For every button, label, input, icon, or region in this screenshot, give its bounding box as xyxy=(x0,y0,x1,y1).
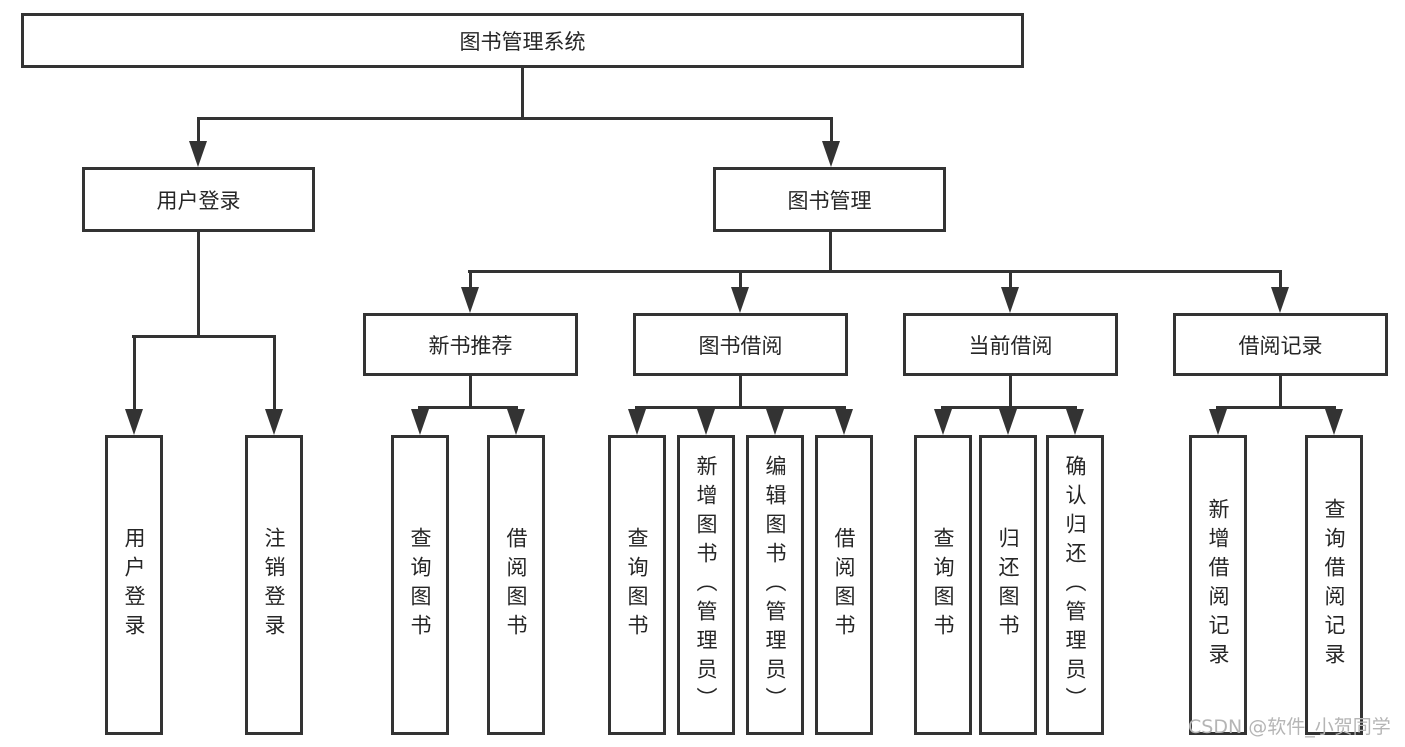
node-current-borrowing-label: 当前借阅 xyxy=(968,333,1053,358)
connector-borrowing-rail xyxy=(635,406,846,409)
connector-root-drop xyxy=(521,68,524,118)
connector-mgmt-shaft-4 xyxy=(1279,270,1282,290)
node-root-label: 图书管理系统 xyxy=(459,29,586,54)
leaf-logout-label: 注销登录 xyxy=(262,527,287,643)
leaf-current-confirm-return-admin: 确认归还（管理员） xyxy=(1046,435,1104,735)
leaf-current-confirm-return-admin-label: 确认归还（管理员） xyxy=(1063,454,1088,716)
connector-login-shaft-1 xyxy=(133,335,136,413)
leaf-records-query-borrow-record-label: 查询借阅记录 xyxy=(1322,498,1347,672)
arrowhead-book-management xyxy=(822,141,840,167)
connector-recommend-rail xyxy=(418,406,518,409)
arrowhead-user-login xyxy=(189,141,207,167)
connector-records-drop xyxy=(1279,376,1282,407)
leaf-recommend-query-books: 查询图书 xyxy=(391,435,449,735)
node-user-login: 用户登录 xyxy=(82,167,315,232)
node-new-book-recommend: 新书推荐 xyxy=(363,313,578,376)
leaf-borrowing-query-books: 查询图书 xyxy=(608,435,666,735)
arrowhead-current-query-books xyxy=(934,409,952,435)
node-user-login-label: 用户登录 xyxy=(156,188,241,213)
leaf-user-login: 用户登录 xyxy=(105,435,163,735)
leaf-records-add-borrow-record-label: 新增借阅记录 xyxy=(1206,498,1231,672)
connector-current-drop xyxy=(1009,376,1012,407)
arrowhead-borrow-records xyxy=(1271,287,1289,313)
arrowhead-current-borrowing xyxy=(1001,287,1019,313)
arrowhead-book-borrowing xyxy=(731,287,749,313)
arrowhead-borrowing-edit-books xyxy=(766,409,784,435)
connector-mgmt-drop xyxy=(829,232,832,271)
node-book-borrowing: 图书借阅 xyxy=(633,313,848,376)
leaf-current-query-books-label: 查询图书 xyxy=(931,527,956,643)
arrowhead-records-add-record xyxy=(1209,409,1227,435)
leaf-recommend-borrow-books: 借阅图书 xyxy=(487,435,545,735)
connector-root-shaft-left xyxy=(197,117,200,143)
connector-root-shaft-right xyxy=(830,117,833,143)
node-new-book-recommend-label: 新书推荐 xyxy=(428,333,513,358)
leaf-current-query-books: 查询图书 xyxy=(914,435,972,735)
connector-login-rail xyxy=(132,335,276,338)
leaf-current-return-books-label: 归还图书 xyxy=(996,527,1021,643)
arrowhead-recommend-borrow-books xyxy=(507,409,525,435)
arrowhead-leaf-user-login xyxy=(125,409,143,435)
arrowhead-current-return-books xyxy=(999,409,1017,435)
node-book-borrowing-label: 图书借阅 xyxy=(698,333,783,358)
connector-mgmt-rail xyxy=(468,270,1282,273)
arrowhead-borrowing-query-books xyxy=(628,409,646,435)
leaf-borrowing-edit-books-admin-label: 编辑图书（管理员） xyxy=(763,454,788,716)
arrowhead-records-query-record xyxy=(1325,409,1343,435)
arrowhead-leaf-logout xyxy=(265,409,283,435)
node-root: 图书管理系统 xyxy=(21,13,1024,68)
leaf-recommend-borrow-books-label: 借阅图书 xyxy=(504,527,529,643)
arrowhead-current-confirm-return xyxy=(1066,409,1084,435)
connector-records-rail xyxy=(1216,406,1336,409)
leaf-borrowing-add-books-admin: 新增图书（管理员） xyxy=(677,435,735,735)
connector-current-rail xyxy=(941,406,1077,409)
leaf-borrowing-add-books-admin-label: 新增图书（管理员） xyxy=(694,454,719,716)
connector-mgmt-shaft-1 xyxy=(469,270,472,290)
leaf-records-add-borrow-record: 新增借阅记录 xyxy=(1189,435,1247,735)
arrowhead-borrowing-borrow-books xyxy=(835,409,853,435)
connector-recommend-drop xyxy=(469,376,472,407)
leaf-recommend-query-books-label: 查询图书 xyxy=(408,527,433,643)
arrowhead-recommend-query-books xyxy=(411,409,429,435)
connector-login-shaft-2 xyxy=(273,335,276,413)
connector-mgmt-shaft-3 xyxy=(1009,270,1012,290)
node-current-borrowing: 当前借阅 xyxy=(903,313,1118,376)
arrowhead-borrowing-add-books xyxy=(697,409,715,435)
connector-mgmt-shaft-2 xyxy=(739,270,742,290)
connector-root-rail xyxy=(197,117,833,120)
watermark: CSDN @软件_小贺同学 xyxy=(1188,716,1391,738)
node-borrow-records-label: 借阅记录 xyxy=(1238,333,1323,358)
leaf-borrowing-query-books-label: 查询图书 xyxy=(625,527,650,643)
node-book-management: 图书管理 xyxy=(713,167,946,232)
leaf-borrowing-borrow-books: 借阅图书 xyxy=(815,435,873,735)
leaf-borrowing-edit-books-admin: 编辑图书（管理员） xyxy=(746,435,804,735)
leaf-current-return-books: 归还图书 xyxy=(979,435,1037,735)
leaf-records-query-borrow-record: 查询借阅记录 xyxy=(1305,435,1363,735)
node-book-management-label: 图书管理 xyxy=(787,188,872,213)
connector-borrowing-drop xyxy=(739,376,742,407)
connector-login-drop xyxy=(197,232,200,336)
leaf-borrowing-borrow-books-label: 借阅图书 xyxy=(832,527,857,643)
node-borrow-records: 借阅记录 xyxy=(1173,313,1388,376)
leaf-user-login-label: 用户登录 xyxy=(122,527,147,643)
leaf-logout: 注销登录 xyxy=(245,435,303,735)
arrowhead-new-book-recommend xyxy=(461,287,479,313)
